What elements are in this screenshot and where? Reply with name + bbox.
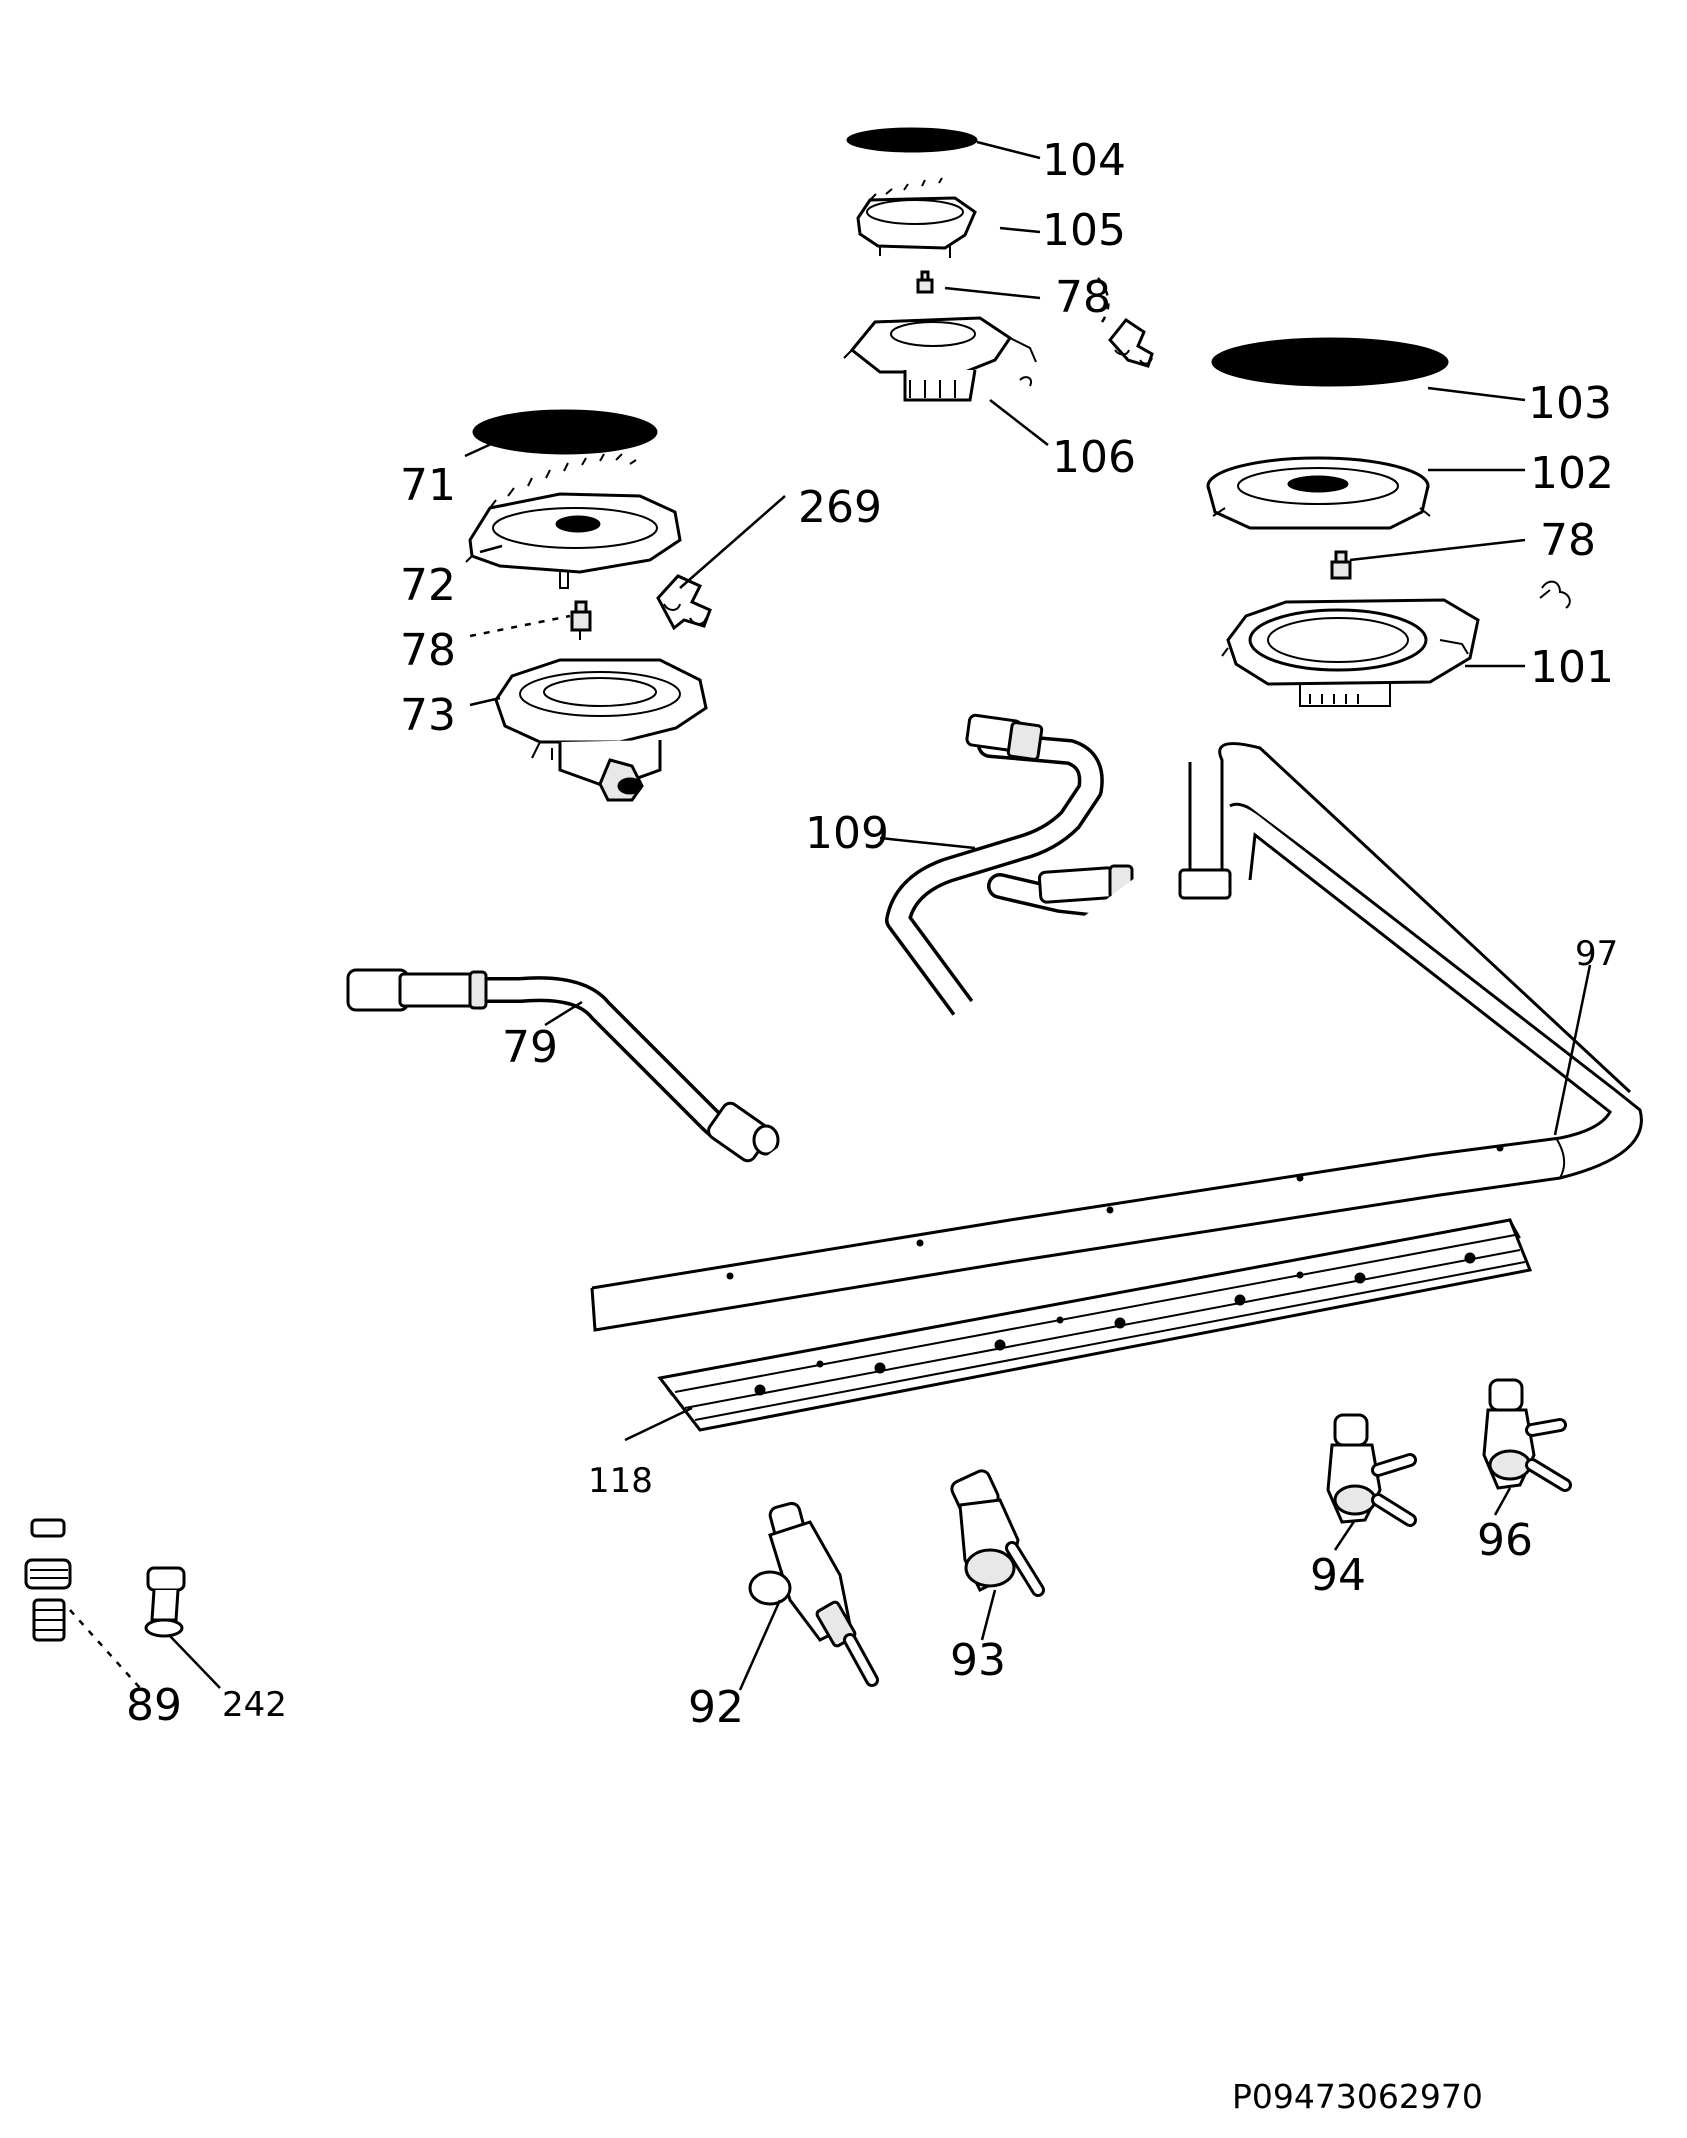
label-103: 103: [1528, 378, 1612, 429]
label-109: 109: [805, 808, 889, 859]
label-78-right: 78: [1540, 515, 1596, 566]
label-106: 106: [1052, 432, 1136, 483]
gas-manifold-97: [590, 742, 1643, 1332]
label-73: 73: [400, 690, 456, 741]
label-93: 93: [950, 1635, 1006, 1686]
label-118: 118: [588, 1461, 653, 1501]
thermocouple-clip-right: [1539, 580, 1571, 609]
gas-valve-92: [748, 1501, 879, 1687]
reference-code: P09473062970: [1232, 2077, 1483, 2116]
thermocouple-clip-left: [656, 574, 712, 631]
burner-crown-105: [856, 177, 977, 258]
label-78-top: 78: [1055, 272, 1111, 323]
label-242: 242: [222, 1685, 287, 1725]
gas-valve-93: [950, 1469, 1045, 1597]
label-269: 269: [798, 482, 882, 533]
gas-valve-94: [1326, 1413, 1417, 1527]
label-101: 101: [1530, 642, 1614, 693]
burner-cap-104: [846, 127, 978, 153]
label-94: 94: [1310, 1550, 1366, 1601]
thermocouple-clip-top: [1108, 317, 1154, 368]
burner-crown-72: [465, 453, 682, 589]
label-97: 97: [1575, 934, 1618, 974]
label-72: 72: [400, 560, 456, 611]
label-96: 96: [1477, 1515, 1533, 1566]
burner-body-106: [843, 316, 1037, 402]
gas-pipe-79: [346, 968, 780, 1163]
burner-crown-102: [1206, 456, 1431, 530]
burner-cap-71: [472, 409, 658, 455]
label-78-left: 78: [400, 625, 456, 676]
label-102: 102: [1530, 448, 1614, 499]
valve-bracket-118: [657, 1218, 1533, 1432]
label-105: 105: [1042, 205, 1126, 256]
label-79: 79: [502, 1022, 558, 1073]
label-89: 89: [126, 1680, 182, 1731]
label-104: 104: [1042, 135, 1126, 186]
spring-part-89: [24, 1518, 72, 1642]
label-71: 71: [400, 460, 456, 511]
injector-78-right: [1330, 550, 1352, 580]
injector-78-top: [916, 270, 934, 294]
burner-body-73: [494, 658, 708, 802]
burner-cap-103: [1211, 337, 1449, 387]
gas-valve-96: [1482, 1378, 1572, 1492]
label-92: 92: [688, 1682, 744, 1733]
burner-body-101: [1221, 598, 1480, 707]
injector-78-left: [570, 600, 592, 640]
spring-part-242: [144, 1566, 186, 1638]
